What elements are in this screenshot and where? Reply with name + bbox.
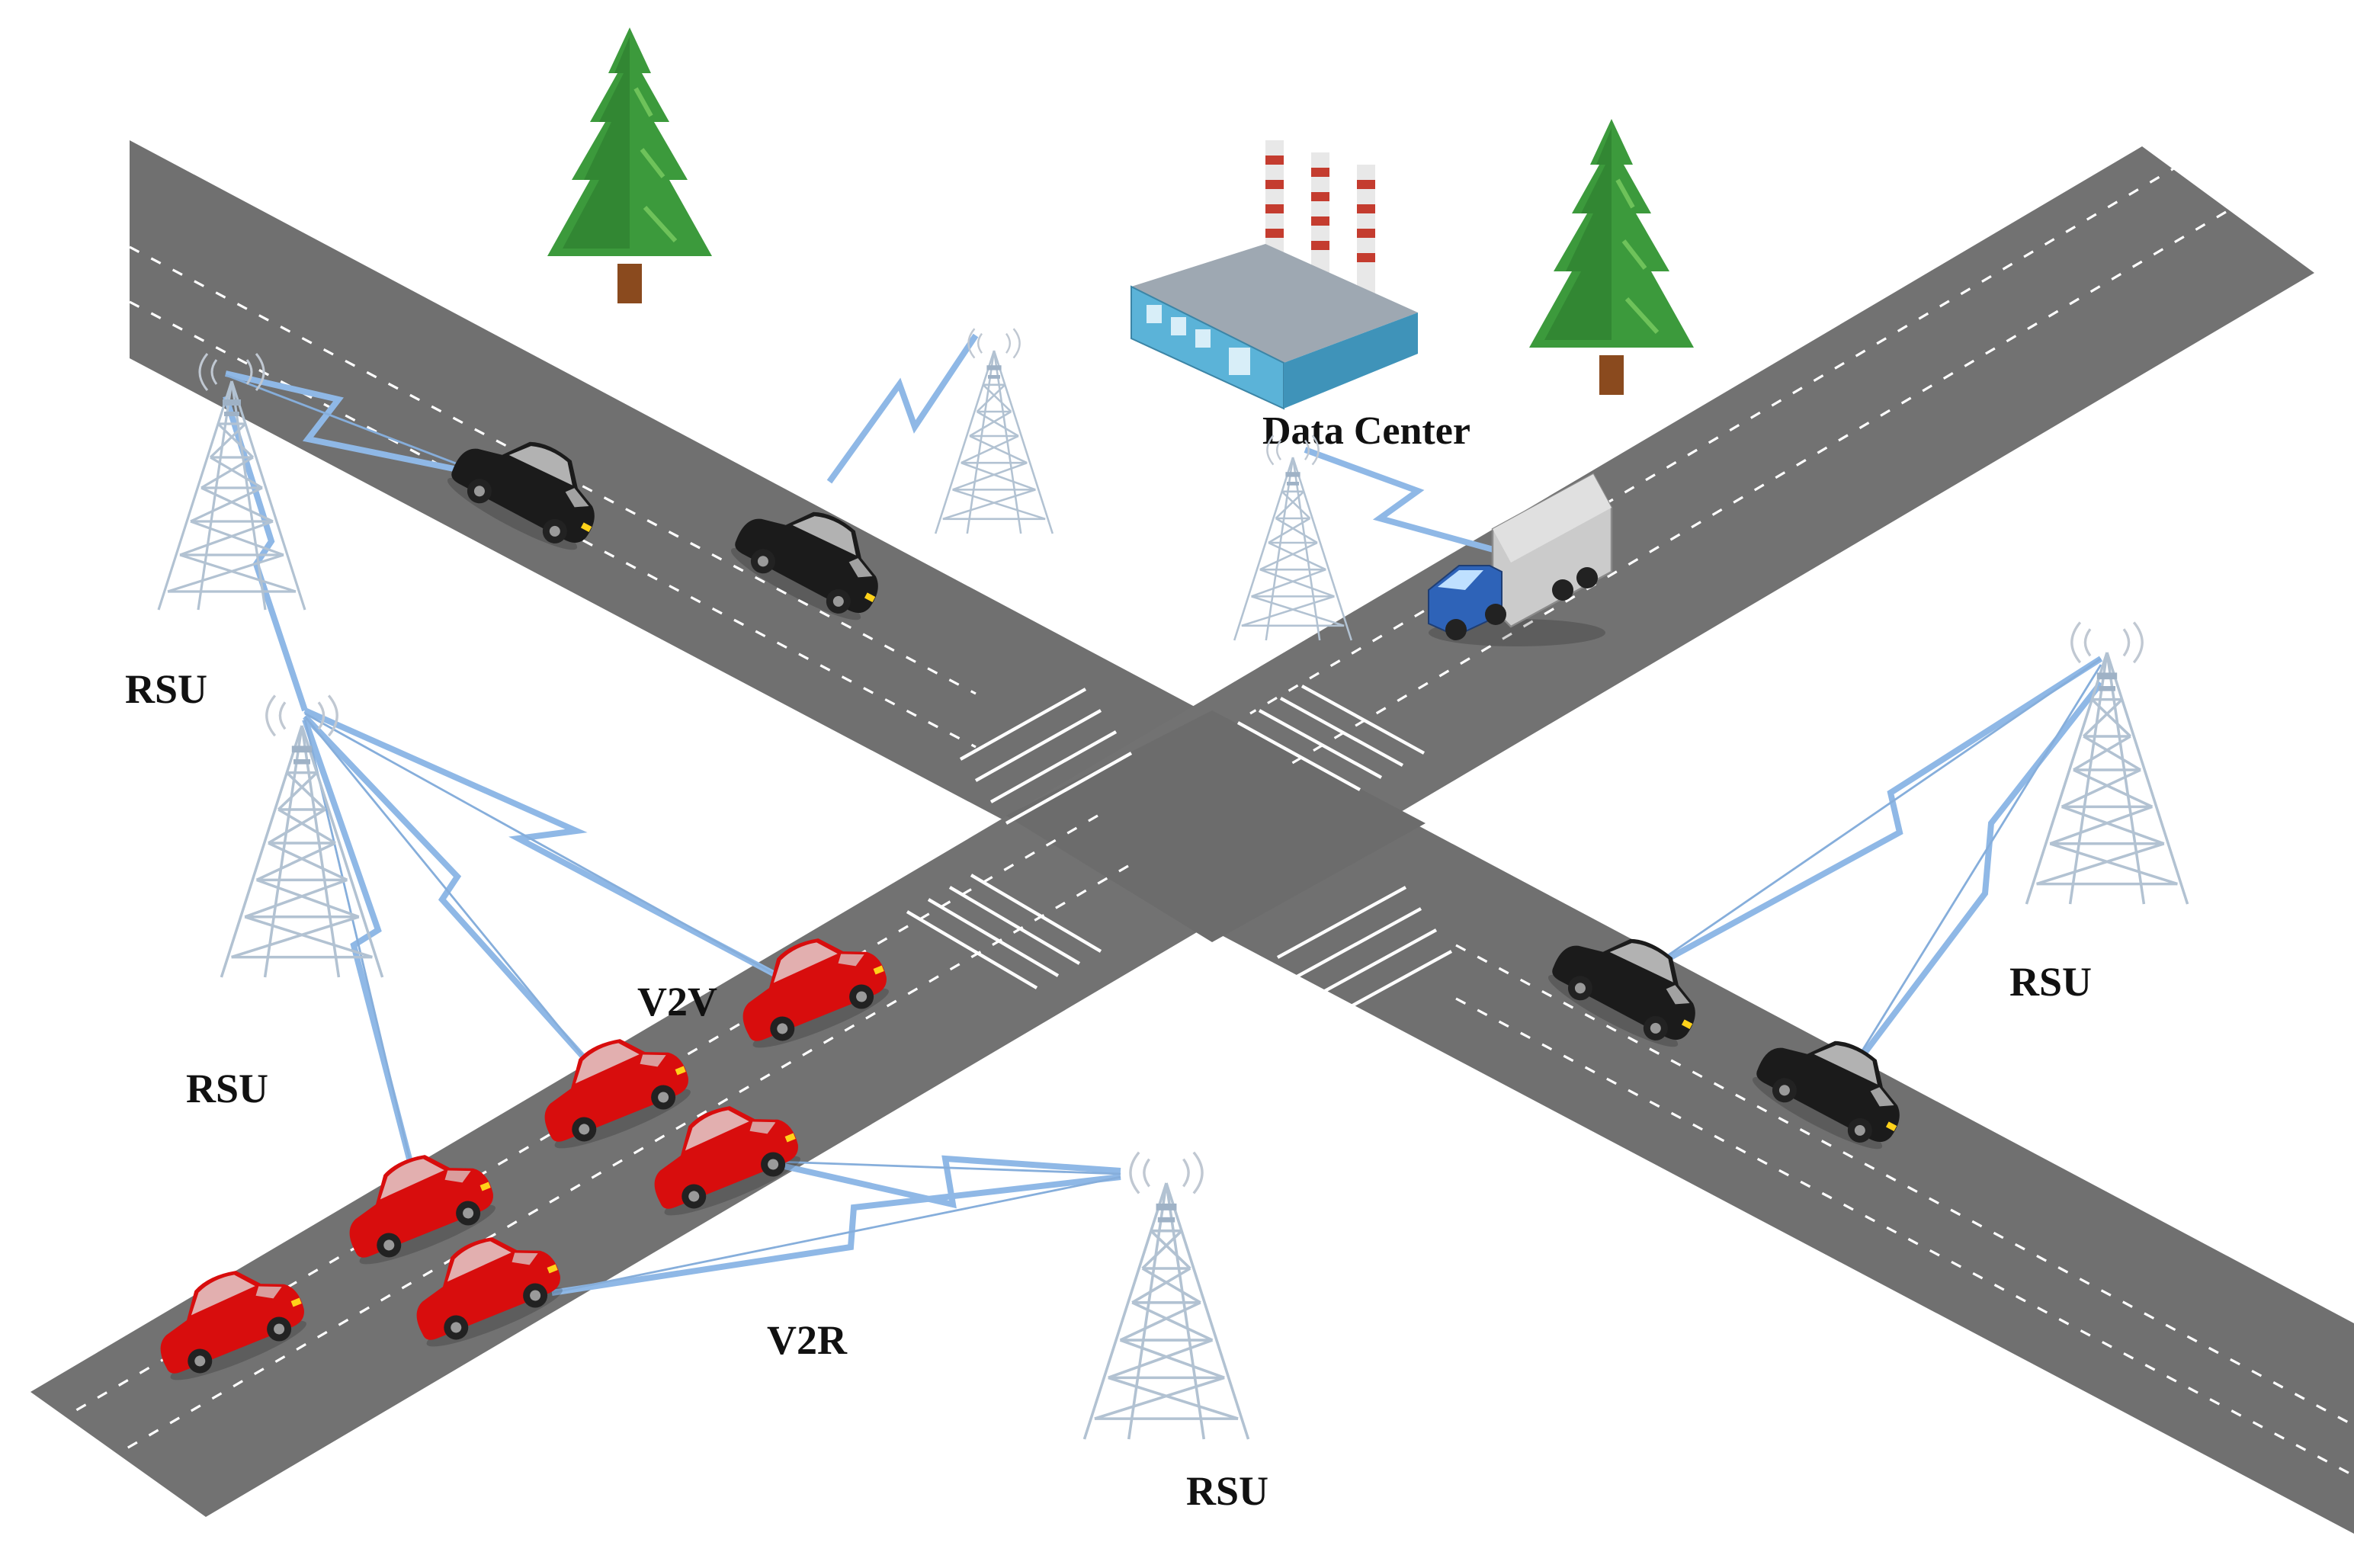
data-center-label: Data Center <box>1262 409 1470 453</box>
v2v-label: V2V <box>637 979 717 1024</box>
wireless-signal-icon <box>223 333 2104 1296</box>
roads <box>30 140 2354 1534</box>
rsu-label: RSU <box>1186 1468 1268 1514</box>
rsu-label: RSU <box>125 666 207 712</box>
v2r-label: V2R <box>767 1317 848 1363</box>
data-center-icon <box>1130 140 1418 410</box>
crosswalks <box>906 685 1453 1023</box>
tree-icon <box>547 27 712 303</box>
rsu-tower-icon <box>934 327 1054 535</box>
tree-icon <box>1529 119 1694 395</box>
rsu-label: RSU <box>186 1066 268 1111</box>
rsu-tower-icon <box>1233 434 1353 642</box>
rsu-tower-icon <box>1082 1150 1250 1441</box>
wireless-links <box>223 333 2104 1296</box>
rsu-tower-icon <box>220 694 384 979</box>
rsu-tower-icon <box>2025 620 2189 906</box>
rsu-label: RSU <box>2009 959 2092 1005</box>
